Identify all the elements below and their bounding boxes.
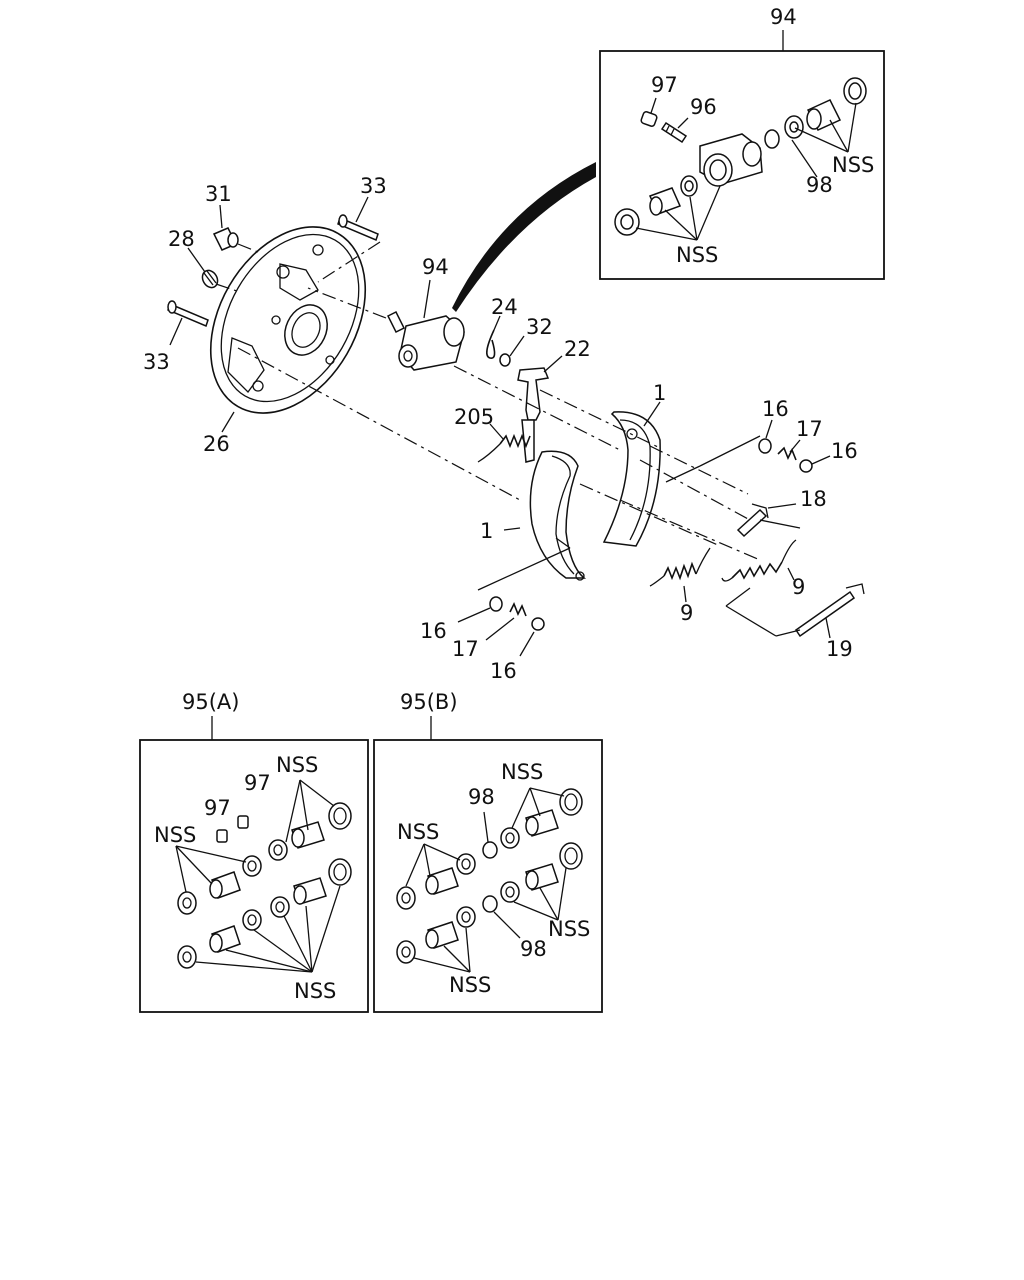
label-26: 26	[203, 432, 230, 456]
label-97-inset: 97	[651, 73, 678, 97]
bleeder-cap-97	[640, 97, 658, 127]
label-9-right: 9	[792, 575, 805, 599]
label-33-lower: 33	[143, 350, 170, 374]
label-9-left: 9	[680, 601, 693, 625]
label-94-top: 94	[770, 5, 797, 29]
label-22: 22	[564, 337, 591, 361]
inset-94-frame	[599, 50, 885, 280]
kit-95b-frame	[373, 739, 603, 1013]
label-16-upper-b: 16	[831, 439, 858, 463]
inset-94: 94 97 96	[599, 5, 885, 280]
label-17-lower: 17	[452, 637, 479, 661]
pin-33-lower	[167, 300, 209, 328]
hold-down-right	[758, 438, 813, 473]
label-32: 32	[526, 315, 553, 339]
label-95b-nss-top: NSS	[501, 760, 543, 784]
spring-205	[477, 433, 531, 463]
label-31: 31	[205, 182, 232, 206]
hold-down-lower	[489, 596, 545, 631]
lever-22	[517, 367, 550, 463]
brake-shoe-1-rear	[602, 411, 661, 547]
pin-33-upper	[337, 214, 379, 242]
label-205: 205	[454, 405, 494, 429]
label-95b-nss-left: NSS	[397, 820, 439, 844]
bleeder-screw-96	[660, 117, 689, 144]
kit-95b: 95(B) NSS 98 NSS NSS 98 NSS	[373, 690, 603, 1013]
seal-28	[201, 269, 219, 289]
label-nss-inset-right: NSS	[832, 153, 874, 177]
label-95b-nss-bottom: NSS	[449, 973, 491, 997]
wheel-cylinder-94	[386, 310, 465, 371]
strut-19	[794, 583, 865, 638]
brake-shoe-1-front	[529, 450, 587, 581]
label-17-upper: 17	[796, 417, 823, 441]
label-16-lower-b: 16	[490, 659, 517, 683]
label-1-rear: 1	[653, 381, 666, 405]
inset-cylinder-body	[699, 133, 763, 187]
label-19: 19	[826, 637, 853, 661]
label-95a-97-left: 97	[204, 796, 231, 820]
label-nss-inset-left: NSS	[676, 243, 718, 267]
label-95b-98-bottom: 98	[520, 937, 547, 961]
label-98-inset: 98	[806, 173, 833, 197]
label-28: 28	[168, 227, 195, 251]
kit-95a-frame	[139, 739, 369, 1013]
label-95a-nss-top: NSS	[276, 753, 318, 777]
callout-arrow	[452, 162, 596, 312]
spring-9-right	[721, 539, 797, 582]
label-95a-97-right: 97	[244, 771, 271, 795]
label-95a-nss-left: NSS	[154, 823, 196, 847]
clip-24	[486, 329, 496, 359]
label-1-front: 1	[480, 519, 493, 543]
label-16-upper-a: 16	[762, 397, 789, 421]
bolt-31	[212, 227, 239, 251]
inset-right-piston	[764, 77, 867, 149]
washer-32	[499, 353, 511, 367]
label-95b-nss-right: NSS	[548, 917, 590, 941]
label-95a-nss-bottom: NSS	[294, 979, 336, 1003]
adjuster-18	[736, 503, 769, 538]
label-24: 24	[491, 295, 518, 319]
label-18: 18	[800, 487, 827, 511]
label-94-mid: 94	[422, 255, 449, 279]
label-96: 96	[690, 95, 717, 119]
backing-plate-26	[209, 226, 367, 414]
kit-95a: 95(A) 97 97 NSS NSS NSS	[139, 690, 369, 1013]
label-95b: 95(B)	[400, 690, 458, 714]
alignment-lines	[237, 347, 801, 637]
label-33-upper: 33	[360, 174, 387, 198]
label-16-lower-a: 16	[420, 619, 447, 643]
label-95b-98-top: 98	[468, 785, 495, 809]
label-95a: 95(A)	[182, 690, 239, 714]
spring-9-left	[649, 547, 711, 587]
inset-left-piston	[614, 175, 698, 236]
